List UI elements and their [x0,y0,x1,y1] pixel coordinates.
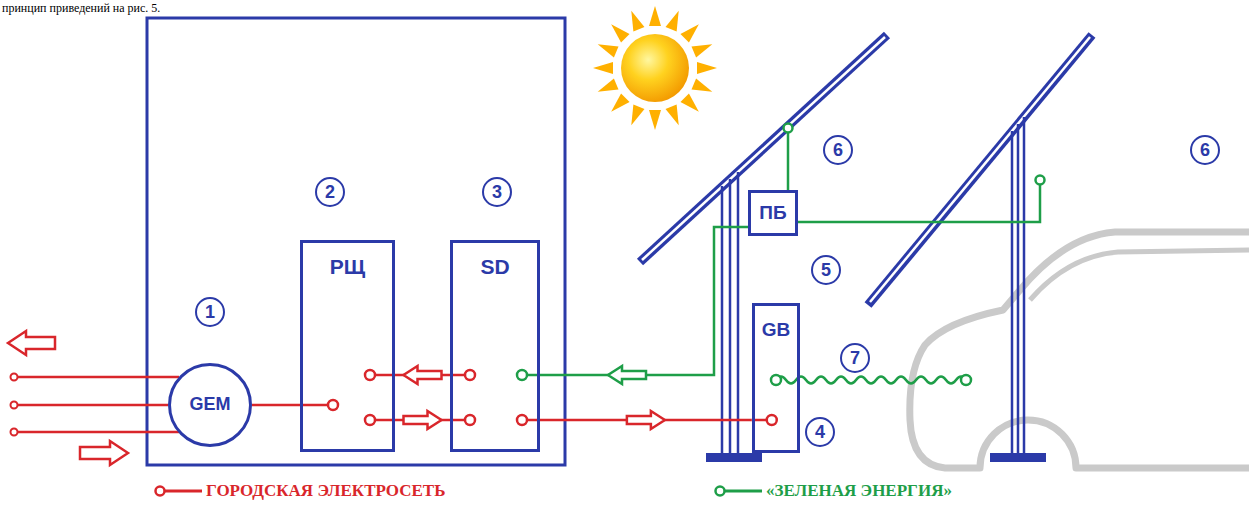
connector [517,411,777,429]
pole-line [729,179,732,455]
pole-base [990,453,1046,462]
sun [593,6,717,130]
grid-terminals [11,374,18,436]
panel-wires [788,132,1040,222]
connector [365,411,475,429]
export-arrow [8,331,55,355]
node-label: РЩ [330,255,365,278]
legend-text: «ЗЕЛЕНАЯ ЭНЕРГИЯ» [766,481,952,501]
terminal-dot [11,402,18,409]
panel-gap [642,37,885,260]
node-label: SD [480,255,509,278]
terminal-dot [11,374,18,381]
terminal-dot [771,375,781,385]
legend-entry: «ЗЕЛЕНАЯ ЭНЕРГИЯ» [712,481,952,501]
grid-line [14,404,168,407]
connector-line [252,404,300,407]
legend-dot [156,487,165,496]
pole-base [706,453,762,462]
pole-line [1017,124,1020,455]
battery-box: GB [752,303,801,453]
meter-circle: GEM [168,363,252,447]
terminal-dot [365,370,375,380]
callout-number: 4 [805,417,835,447]
terminal-dot [328,400,338,410]
legend-line [720,490,762,493]
panel-terminals [784,124,1045,185]
building-outline [147,18,565,465]
legend-sample [712,481,762,501]
terminal-dot [11,429,18,436]
grid-line [14,431,179,434]
terminal-dot [784,124,793,133]
callout-number: 3 [482,177,512,207]
switchboard-box: РЩ [300,240,395,452]
legend-sample [152,481,202,501]
terminal-dot [517,415,527,425]
pole-line [1011,131,1014,455]
grid-line [14,376,179,379]
converter-box: ПБ [748,190,798,236]
caption-fragment: принцип приведений на рис. 5. [2,1,160,15]
solar-panel [640,35,887,462]
callout-number: 6 [1190,135,1220,165]
pole-line [1023,117,1026,455]
charging-cable [776,377,966,384]
terminal-dot [517,370,527,380]
panel-wire [787,132,790,190]
car-outline [910,232,1249,468]
legend-line [160,490,202,493]
arrow-head [404,411,442,429]
connector-line [540,227,748,375]
connector [252,400,338,410]
legend-entry: ГОРОДСКАЯ ЭЛЕКТРОСЕТЬ [152,481,445,501]
terminal-dot [365,415,375,425]
callout-number: 1 [195,297,225,327]
node-label: GB [762,320,791,341]
panel-frame [640,35,887,262]
import-arrow [80,441,128,465]
arrow-head [404,366,442,384]
controller-box: SD [450,240,540,452]
arrow-head [627,411,665,429]
terminal-dot [961,375,971,385]
legend-dot [716,487,725,496]
node-label: GEM [189,395,230,415]
node-label: ПБ [759,203,786,224]
callout-number: 6 [823,135,853,165]
connector [365,366,475,384]
legend-text: ГОРОДСКАЯ ЭЛЕКТРОСЕТЬ [206,481,445,501]
panel-frame [868,35,1092,305]
car-window [1030,250,1249,300]
terminal-dot [767,415,777,425]
callout-number: 5 [811,255,841,285]
terminal-dot [1036,176,1045,185]
terminal-dot [465,370,475,380]
sun-disc [621,34,689,102]
arrow-head [608,366,646,384]
terminal-dot [465,415,475,425]
connector [517,227,748,384]
pole-line [737,172,740,455]
callout-number: 7 [840,343,870,373]
solar-panel [868,35,1092,462]
panel-gap [870,37,1090,302]
panel-wire [798,184,1040,222]
callout-number: 2 [315,177,345,207]
grid-lines [14,377,179,432]
